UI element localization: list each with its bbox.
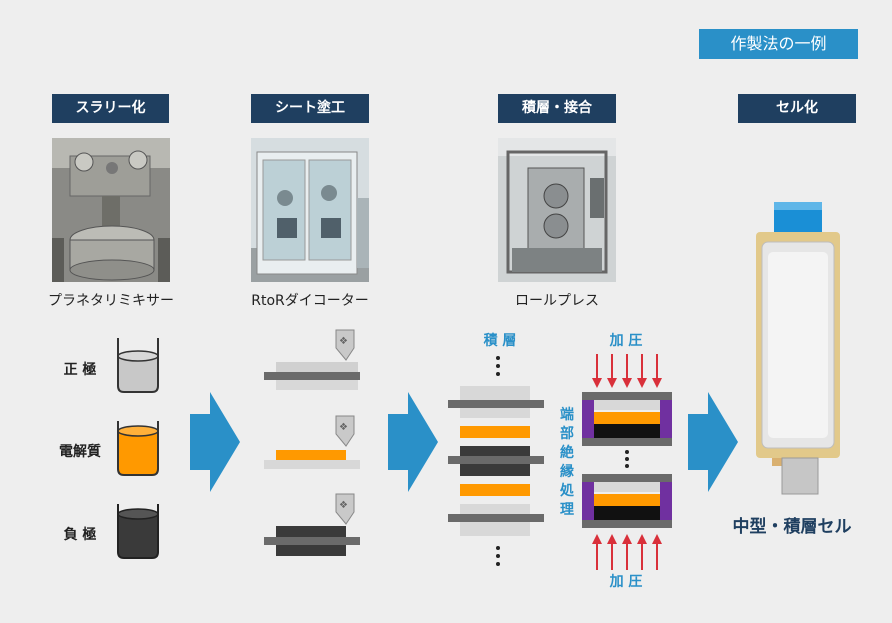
process-arrow-1-icon — [190, 392, 240, 492]
label-negative-electrode: 負 極 — [63, 527, 97, 543]
press-label-top: 加 圧 — [609, 333, 643, 349]
coating-negative-sheet: ❖ — [264, 493, 360, 556]
coating-electrolyte-sheet: ❖ — [264, 415, 360, 469]
stacking-diagram — [448, 356, 544, 566]
press-label-bottom: 加 圧 — [609, 574, 643, 590]
beaker-positive-icon — [117, 338, 159, 393]
process-arrow-2-icon — [388, 392, 438, 492]
beaker-electrolyte-icon — [117, 421, 159, 476]
beaker-negative-icon — [117, 504, 159, 559]
svg-text:❖: ❖ — [339, 500, 348, 511]
coating-positive-sheet: ❖ — [264, 329, 360, 390]
caption-planetary-mixer: プラネタリミキサー — [48, 293, 174, 309]
pouch-cell-image — [756, 202, 840, 495]
process-arrow-3-icon — [688, 392, 738, 492]
final-cell-label: 中型・積層セル — [732, 517, 852, 537]
edge-insulation-label: 端部絶縁処理 — [560, 407, 574, 518]
svg-text:❖: ❖ — [339, 422, 348, 433]
stacking-label: 積 層 — [483, 333, 517, 349]
label-electrolyte: 電解質 — [59, 444, 101, 460]
method-example-tag: 作製法の一例 — [699, 29, 858, 59]
planetary-mixer-photo — [52, 138, 170, 282]
pressing-diagram — [582, 354, 672, 570]
step-stacking-header: 積層・接合 — [498, 94, 616, 123]
step-slurry-header: スラリー化 — [52, 94, 169, 123]
roll-press-photo — [498, 138, 616, 282]
caption-rtor-die-coater: RtoRダイコーター — [251, 293, 369, 309]
svg-text:❖: ❖ — [339, 336, 348, 347]
step-cell-header: セル化 — [738, 94, 856, 123]
caption-roll-press: ロールプレス — [515, 293, 599, 309]
rtor-die-coater-photo — [251, 138, 369, 282]
label-positive-electrode: 正 極 — [63, 362, 97, 378]
step-coating-header: シート塗工 — [251, 94, 369, 123]
